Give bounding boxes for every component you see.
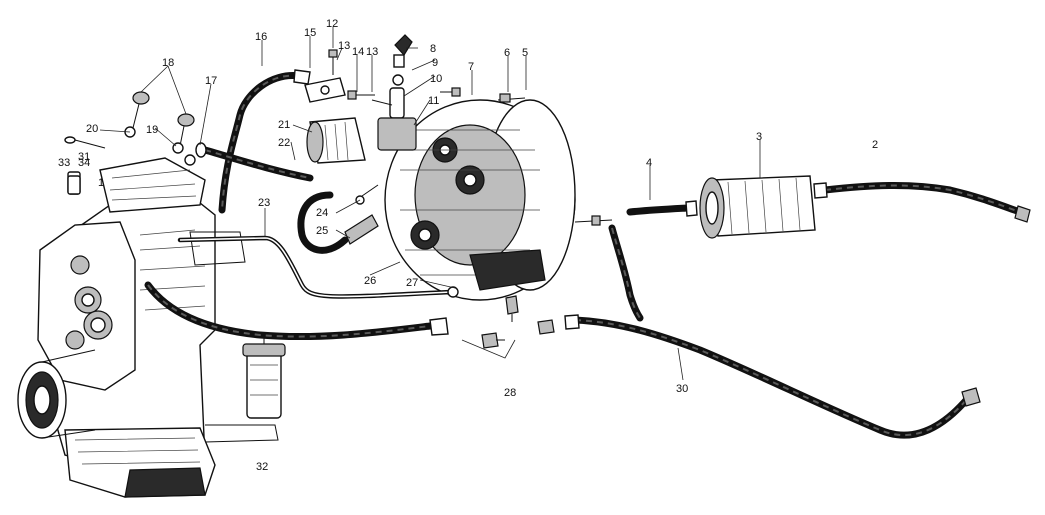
torque-converter-housing — [384, 87, 576, 301]
filter-housing-21 — [306, 117, 366, 164]
hose-22 — [195, 142, 314, 182]
callout-13b: 13 — [366, 46, 378, 58]
callout-6: 6 — [504, 47, 510, 59]
leader-lines — [99, 27, 761, 381]
gearbox-housing — [17, 157, 279, 498]
callout-25: 25 — [316, 225, 328, 237]
callout-21: 21 — [278, 119, 290, 131]
valve-fittings — [371, 34, 417, 151]
callout-5: 5 — [522, 47, 528, 59]
callout-32: 32 — [256, 461, 268, 473]
callout-7: 7 — [468, 61, 474, 73]
pipe-23 — [177, 235, 459, 299]
bolt-14 — [347, 90, 375, 100]
callout-23: 23 — [258, 197, 270, 209]
callout-17: 17 — [205, 75, 217, 87]
callout-24: 24 — [316, 207, 328, 219]
callout-8: 8 — [430, 43, 436, 55]
callout-9: 9 — [432, 57, 438, 69]
callout-34: 34 — [78, 157, 90, 169]
callout-30: 30 — [676, 383, 688, 395]
hose-30 — [564, 314, 981, 439]
oil-filter-canister — [242, 335, 286, 419]
hose-16 — [218, 69, 311, 214]
hose-vertical — [608, 224, 644, 322]
callout-31: 31 — [78, 151, 90, 163]
callout-19: 19 — [146, 124, 158, 136]
callout-12: 12 — [326, 18, 338, 30]
callout-26: 26 — [364, 275, 376, 287]
callout-27: 27 — [406, 277, 418, 289]
callout-14: 14 — [352, 46, 364, 58]
hose-lower — [144, 281, 449, 341]
callout-2: 2 — [872, 139, 878, 151]
hose-24 — [297, 184, 379, 254]
callout-18: 18 — [162, 57, 174, 69]
callout-20: 20 — [86, 123, 98, 135]
callout-16: 16 — [255, 31, 267, 43]
callout-labels: 1 2 3 4 5 6 7 8 9 10 11 12 13 13 14 15 1… — [58, 18, 878, 473]
hose-2 — [813, 182, 1031, 223]
fittings-28 — [461, 295, 555, 359]
callout-33: 33 — [58, 157, 70, 169]
callout-28: 28 — [504, 387, 516, 399]
callout-13a: 13 — [338, 40, 350, 52]
callout-1: 1 — [98, 177, 104, 189]
flange-15 — [304, 49, 346, 103]
callout-3: 3 — [756, 131, 762, 143]
oil-cooler-3 — [699, 175, 816, 239]
callout-15: 15 — [304, 27, 316, 39]
hose-4 — [574, 200, 698, 226]
callout-10: 10 — [430, 73, 442, 85]
callout-4: 4 — [646, 157, 652, 169]
callout-22: 22 — [278, 137, 290, 149]
callout-11: 11 — [428, 95, 439, 107]
fasteners-upper-left — [64, 91, 196, 195]
